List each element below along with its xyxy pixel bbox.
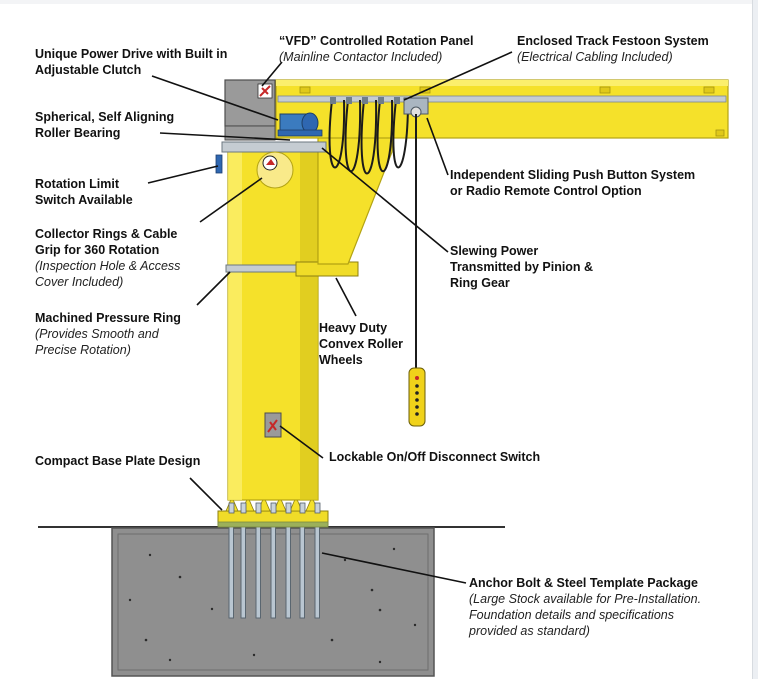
label-vfd-title: “VFD” Controlled Rotation Panel bbox=[279, 34, 474, 48]
label-pressure-ring-sub2: Precise Rotation) bbox=[35, 343, 131, 357]
label-roller-wheels-line3: Wheels bbox=[319, 353, 363, 367]
label-vfd-sub: (Mainline Contactor Included) bbox=[279, 50, 443, 64]
label-rotation-limit-line2: Switch Available bbox=[35, 193, 133, 207]
label-power-drive-line2: Adjustable Clutch bbox=[35, 63, 142, 77]
label-collector-line1: Collector Rings & Cable bbox=[35, 227, 178, 241]
label-collector-sub2: Cover Included) bbox=[35, 275, 124, 289]
label-push-button-line2: or Radio Remote Control Option bbox=[450, 184, 642, 198]
boom-arm bbox=[275, 79, 729, 139]
festoon-cables bbox=[328, 99, 409, 175]
label-collector-rings: Collector Rings & Cable Grip for 360 Rot… bbox=[35, 226, 180, 290]
label-vfd-panel: “VFD” Controlled Rotation Panel (Mainlin… bbox=[279, 33, 473, 65]
label-festoon: Enclosed Track Festoon System (Electrica… bbox=[517, 33, 709, 65]
label-roller-wheels-line2: Convex Roller bbox=[319, 337, 404, 351]
label-collector-line2: Grip for 360 Rotation bbox=[35, 243, 160, 257]
leader-lines bbox=[147, 51, 513, 584]
label-slewing-line1: Slewing Power bbox=[450, 244, 539, 258]
label-bearing-line1: Spherical, Self Aligning bbox=[35, 110, 175, 124]
label-roller-wheels-line1: Heavy Duty bbox=[319, 321, 388, 335]
mast-column bbox=[227, 149, 319, 501]
label-push-button-line1: Independent Sliding Push Button System bbox=[450, 168, 696, 182]
label-anchor: Anchor Bolt & Steel Template Package (La… bbox=[469, 575, 701, 639]
top-edge bbox=[0, 0, 758, 4]
label-festoon-sub: (Electrical Cabling Included) bbox=[517, 50, 673, 64]
label-base-plate-line1: Compact Base Plate Design bbox=[35, 454, 201, 468]
bearing-collar bbox=[221, 141, 327, 153]
label-anchor-sub2: Foundation details and specifications bbox=[469, 608, 674, 622]
label-collector-sub1: (Inspection Hole & Access bbox=[35, 259, 181, 273]
pendant-controller bbox=[408, 367, 426, 427]
label-slewing-line3: Ring Gear bbox=[450, 276, 510, 290]
label-pressure-ring: Machined Pressure Ring (Provides Smooth … bbox=[35, 310, 181, 358]
label-base-plate: Compact Base Plate Design bbox=[35, 453, 200, 469]
label-anchor-sub3: provided as standard) bbox=[469, 624, 590, 638]
label-pressure-ring-sub1: (Provides Smooth and bbox=[35, 327, 159, 341]
base-plate bbox=[217, 495, 329, 528]
power-drive-motor bbox=[277, 112, 323, 137]
label-disconnect: Lockable On/Off Disconnect Switch bbox=[329, 449, 540, 465]
label-festoon-title: Enclosed Track Festoon System bbox=[517, 34, 709, 48]
label-anchor-line1: Anchor Bolt & Steel Template Package bbox=[469, 576, 698, 590]
label-slewing: Slewing Power Transmitted by Pinion & Ri… bbox=[450, 243, 593, 291]
label-power-drive-line1: Unique Power Drive with Built in bbox=[35, 47, 228, 61]
label-bearing: Spherical, Self Aligning Roller Bearing bbox=[35, 109, 174, 141]
rotation-limit-switch bbox=[215, 154, 223, 174]
label-push-button: Independent Sliding Push Button System o… bbox=[450, 167, 695, 199]
label-roller-wheels: Heavy Duty Convex Roller Wheels bbox=[319, 320, 403, 368]
disconnect-switch bbox=[264, 412, 282, 438]
inspection-hole bbox=[256, 151, 294, 189]
label-rotation-limit: Rotation Limit Switch Available bbox=[35, 176, 133, 208]
label-disconnect-line1: Lockable On/Off Disconnect Switch bbox=[329, 450, 541, 464]
label-pressure-ring-line1: Machined Pressure Ring bbox=[35, 311, 181, 325]
label-power-drive: Unique Power Drive with Built in Adjusta… bbox=[35, 46, 227, 78]
festoon-trolleys bbox=[330, 97, 400, 104]
right-scroll-edge bbox=[752, 0, 758, 679]
label-rotation-limit-line1: Rotation Limit bbox=[35, 177, 120, 191]
label-bearing-line2: Roller Bearing bbox=[35, 126, 121, 140]
label-slewing-line2: Transmitted by Pinion & bbox=[450, 260, 594, 274]
label-anchor-sub1: (Large Stock available for Pre-Installat… bbox=[469, 592, 702, 606]
